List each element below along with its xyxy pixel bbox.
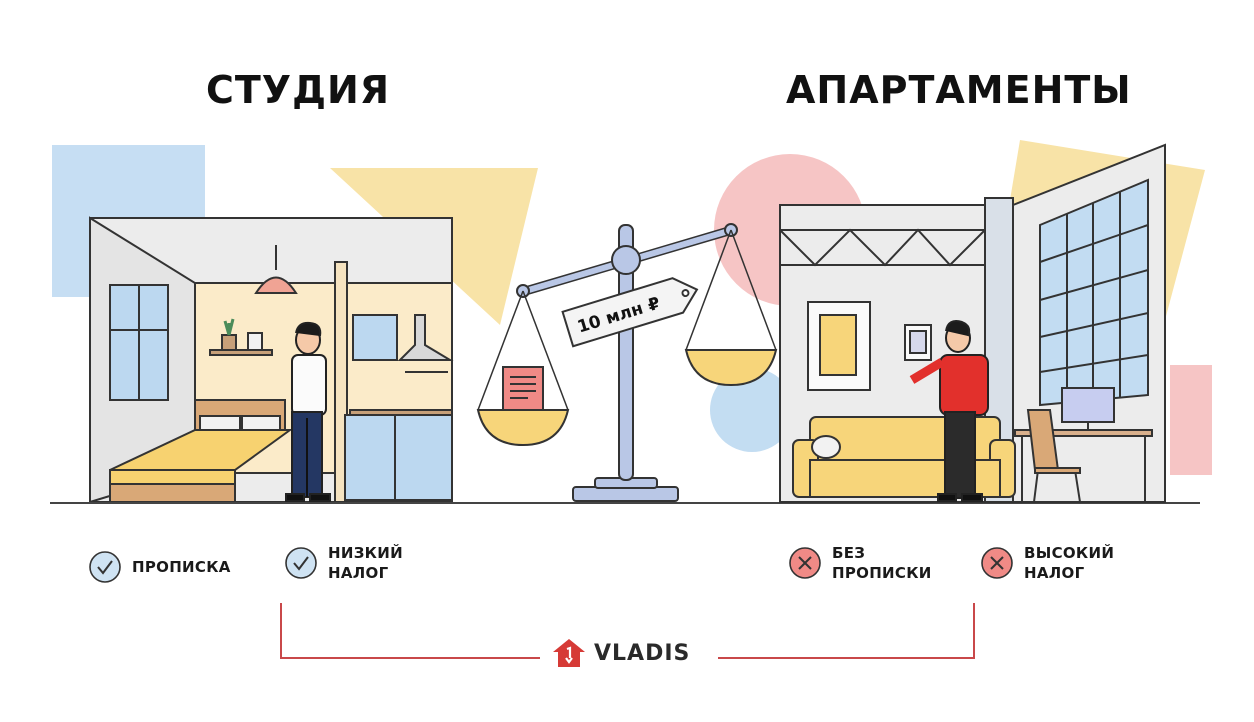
brand-logo: VLADIS	[552, 638, 690, 668]
feature-label-line2: НАЛОГ	[328, 564, 389, 582]
feature-registration: ПРОПИСКА	[88, 550, 231, 584]
studio-title: СТУДИЯ	[206, 68, 391, 112]
check-circle-icon	[89, 551, 121, 583]
apartments-title: АПАРТАМЕНТЫ	[786, 68, 1132, 112]
x-circle-icon	[981, 547, 1013, 579]
feature-low-tax: НИЗКИЙ НАЛОГ	[284, 543, 403, 583]
brand-name: VLADIS	[594, 640, 691, 666]
house-logo-icon	[553, 639, 585, 667]
connector-line-right	[718, 603, 975, 659]
connector-line-left	[280, 603, 540, 659]
apartments-room-illustration	[779, 143, 1166, 503]
feature-label-line1: НИЗКИЙ	[328, 544, 403, 562]
feature-label-line2: ПРОПИСКИ	[832, 564, 932, 582]
feature-label: ПРОПИСКА	[132, 558, 231, 576]
x-circle-icon	[789, 547, 821, 579]
studio-person	[285, 321, 331, 502]
feature-label-line1: ВЫСОКИЙ	[1024, 544, 1115, 562]
feature-label-line2: НАЛОГ	[1024, 564, 1085, 582]
feature-no-registration: БЕЗ ПРОПИСКИ	[788, 543, 932, 583]
check-circle-icon	[285, 547, 317, 579]
studio-room-illustration	[89, 216, 454, 504]
apartments-person	[909, 320, 989, 502]
feature-high-tax: ВЫСОКИЙ НАЛОГ	[980, 543, 1114, 583]
feature-label-line1: БЕЗ	[832, 544, 866, 562]
